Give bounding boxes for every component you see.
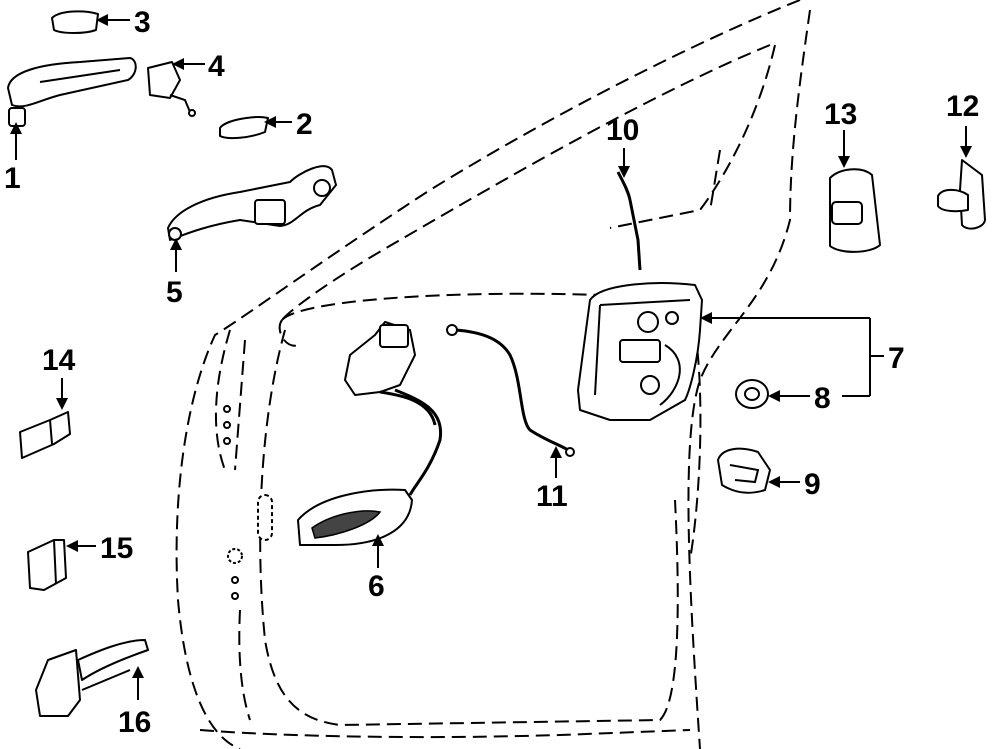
lock-cylinder <box>147 61 196 117</box>
callout-2: 2 <box>296 108 313 141</box>
callout-4: 4 <box>208 50 225 83</box>
callout-labels: 1 2 3 4 5 6 7 8 9 10 11 12 13 14 15 16 <box>4 6 979 739</box>
lower-hinge <box>27 539 67 591</box>
striker-cover <box>829 168 881 253</box>
handle-pad <box>219 116 269 140</box>
release-cable <box>446 324 575 457</box>
callout-8: 8 <box>814 382 831 415</box>
callout-16: 16 <box>118 706 151 739</box>
door-check <box>35 639 149 717</box>
door-striker <box>937 159 986 230</box>
handle-cap <box>51 10 99 34</box>
callout-10: 10 <box>606 114 639 147</box>
upper-hinge <box>19 411 71 459</box>
callout-6: 6 <box>368 570 385 603</box>
callout-12: 12 <box>946 90 979 123</box>
leader-lines <box>10 14 972 700</box>
outside-handle <box>7 57 137 127</box>
grommet <box>735 379 769 409</box>
callout-7: 7 <box>888 342 905 375</box>
callout-1: 1 <box>4 162 21 195</box>
handle-frame <box>167 165 337 241</box>
callout-9: 9 <box>804 468 821 501</box>
lock-bracket <box>717 447 771 494</box>
callout-3: 3 <box>134 6 151 39</box>
inside-handle <box>297 321 443 546</box>
callout-5: 5 <box>166 276 183 309</box>
door-outline <box>175 0 811 749</box>
lock-rod <box>616 171 642 271</box>
door-lock-actuator <box>577 282 703 421</box>
callout-13: 13 <box>824 98 857 131</box>
callout-15: 15 <box>100 532 133 565</box>
callout-14: 14 <box>42 344 76 377</box>
callout-11: 11 <box>536 480 568 513</box>
